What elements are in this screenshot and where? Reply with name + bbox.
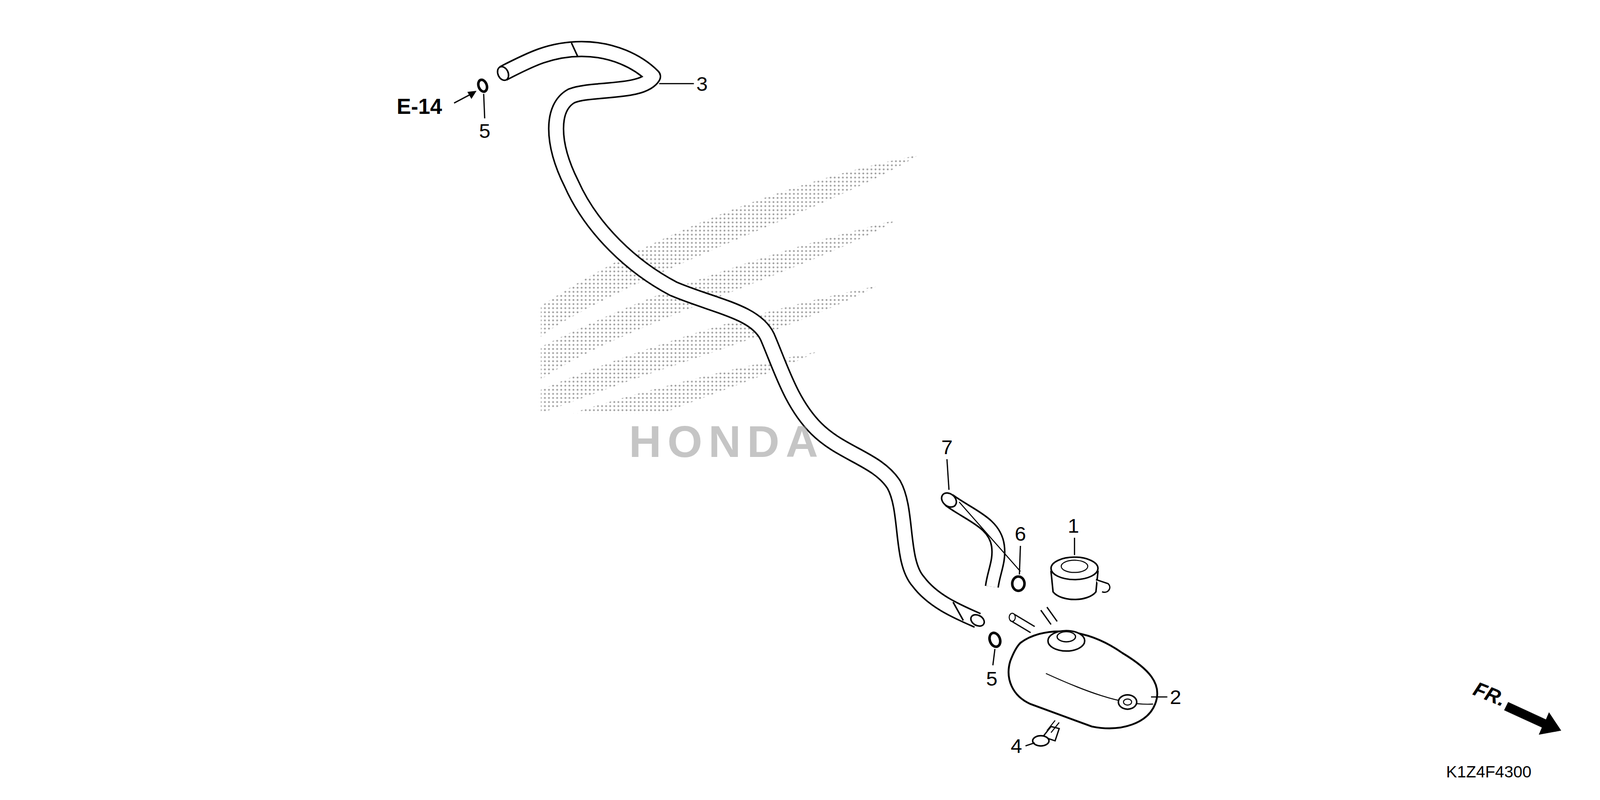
leader-line: [946, 459, 949, 490]
tube-end: [938, 489, 960, 510]
cap-tab: [1096, 579, 1111, 593]
arrow-head: [467, 90, 477, 99]
bolt: [1032, 720, 1059, 746]
hose-nipple: [1009, 613, 1016, 622]
callout-number: 5: [479, 120, 491, 141]
leader-line: [483, 93, 485, 119]
hose-seam: [571, 42, 578, 56]
tank-cap: [1050, 557, 1110, 600]
hose-clip: [1012, 576, 1025, 591]
callout-number: 1: [1067, 515, 1080, 536]
overflow-tube: [938, 489, 1021, 587]
leader-line: [1151, 696, 1168, 698]
tube-body: [949, 500, 999, 587]
hose-seam: [952, 601, 964, 621]
reserve-tank: [1008, 607, 1158, 728]
mount-hole: [1123, 698, 1132, 705]
callout-number: 7: [941, 436, 953, 457]
hose-clip: [987, 631, 1003, 649]
leader-line: [1025, 743, 1035, 747]
callout-number: 5: [986, 668, 998, 689]
hose-nipple: [1040, 607, 1058, 625]
mount-hole: [1118, 695, 1137, 710]
hose-end: [968, 612, 987, 629]
filler-neck: [1048, 630, 1085, 651]
leader-line: [1073, 537, 1076, 556]
hose-end: [495, 64, 511, 83]
hose-body: [503, 48, 978, 621]
diagram-code: K1Z4F4300: [1446, 764, 1532, 781]
tube-outline: [949, 500, 999, 587]
hose: [495, 42, 987, 629]
watermark: HONDA: [628, 419, 824, 464]
front-indicator: FR.: [1470, 678, 1509, 710]
wing-watermark: [540, 155, 919, 414]
hose-outline: [503, 48, 978, 621]
leader-lines: [454, 83, 1168, 746]
callout-number: 4: [1010, 735, 1023, 756]
callout-number: 6: [1014, 523, 1026, 544]
cap-top: [1061, 560, 1088, 573]
bolt-head: [1032, 735, 1049, 746]
leader-line: [1019, 545, 1021, 575]
leader-line: [992, 648, 995, 666]
callout-number: 2: [1169, 686, 1182, 707]
fit-line: [959, 502, 1021, 572]
hose-clip: [476, 78, 489, 93]
filler-neck: [1056, 631, 1076, 642]
callout-number: 3: [696, 73, 708, 94]
leader-line: [659, 83, 695, 85]
front-arrow: [1504, 702, 1561, 735]
bolt-thread: [1047, 720, 1060, 733]
cap-top: [1050, 557, 1098, 580]
reference-code: E-14: [396, 95, 442, 118]
reference-arrow: [454, 93, 472, 104]
